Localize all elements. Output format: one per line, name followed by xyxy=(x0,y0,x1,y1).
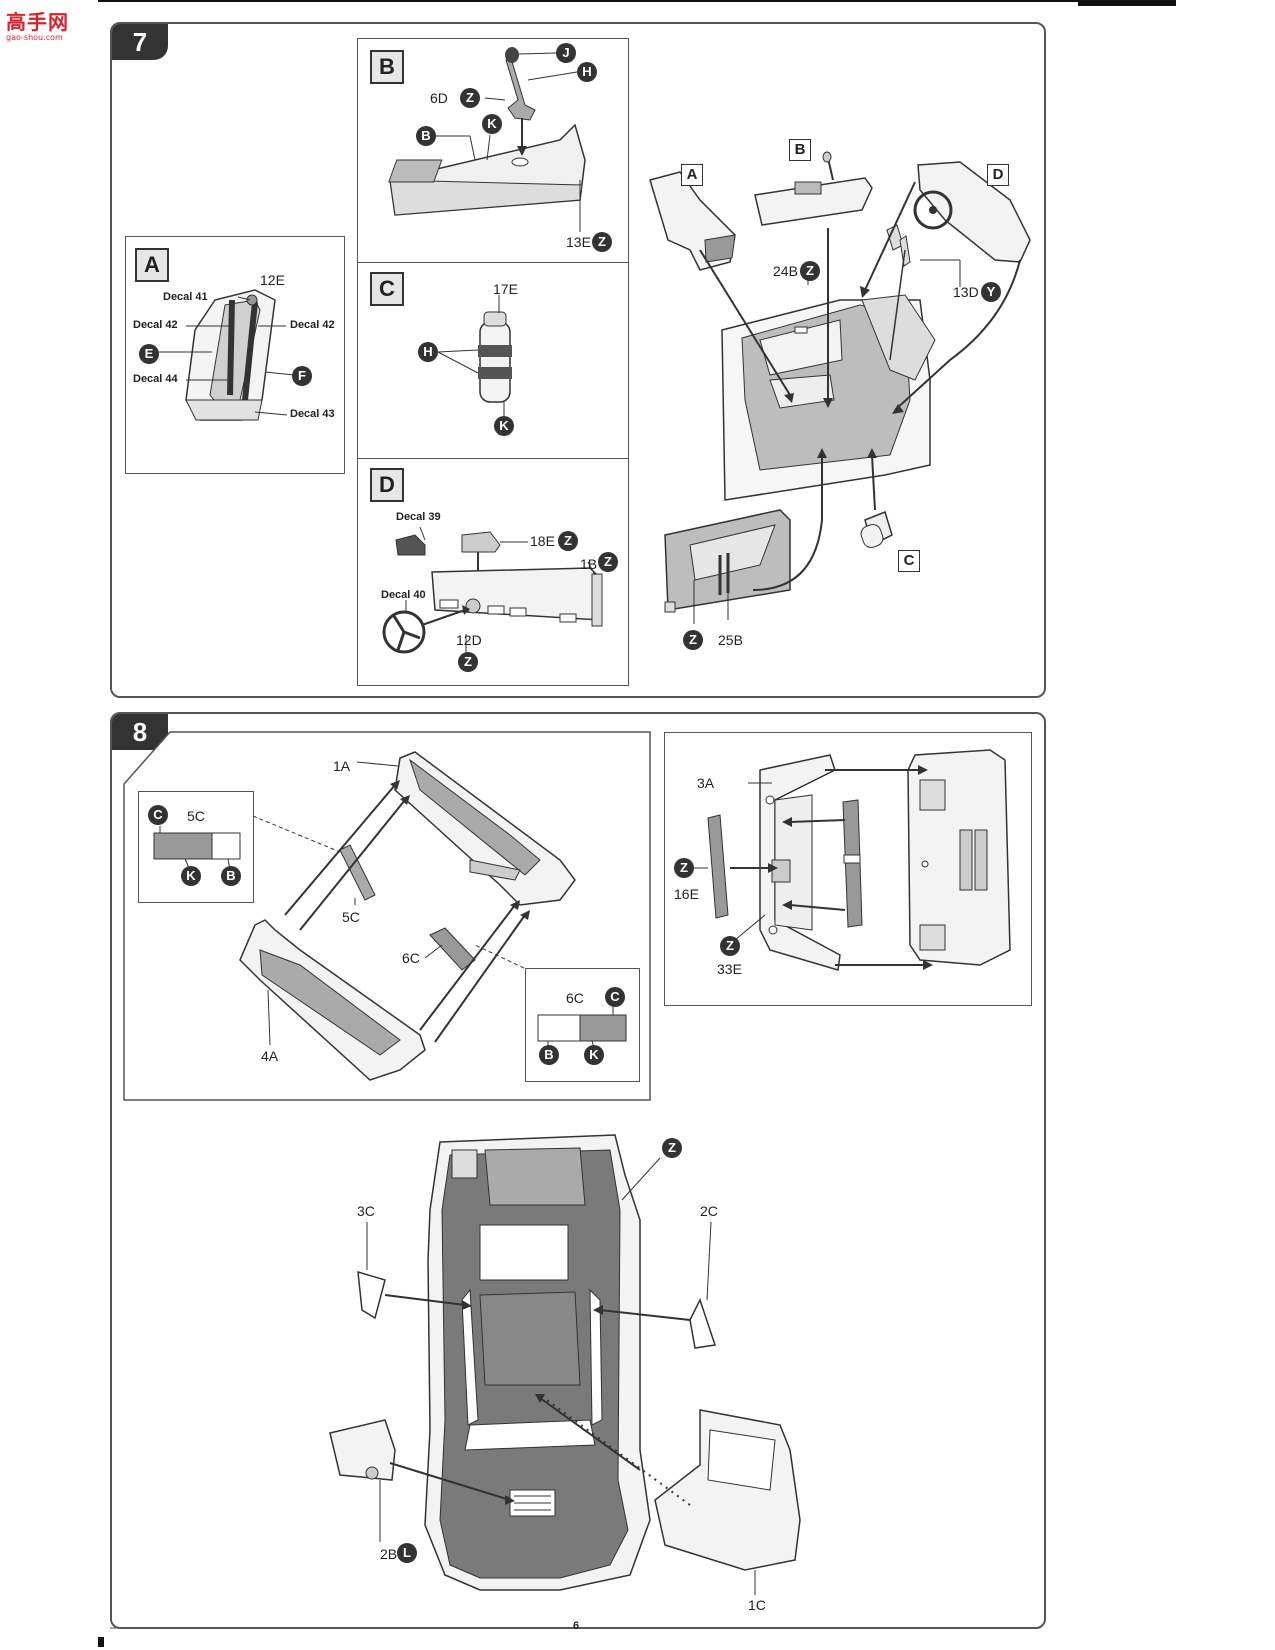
step-7-badge: 7 xyxy=(112,24,168,60)
decal-42-right: Decal 42 xyxy=(290,319,335,331)
callout-b: B xyxy=(416,126,436,146)
callout-y: Y xyxy=(981,282,1001,302)
part-1b: 1B xyxy=(580,556,598,572)
page-number: 6 xyxy=(573,1620,580,1632)
callout-z-13e: Z xyxy=(592,232,612,252)
site-watermark: 高手网 gao-shou.com xyxy=(6,6,69,42)
box-c-label: C xyxy=(370,272,404,306)
callout-z-18e: Z xyxy=(558,531,578,551)
part-13d: 13D xyxy=(953,284,979,300)
decal-39: Decal 39 xyxy=(396,511,441,523)
callout-c-5c: C xyxy=(148,805,168,825)
part-1a: 1A xyxy=(333,758,351,774)
part-33e: 33E xyxy=(717,961,742,977)
part-6c-detail: 6C xyxy=(566,990,584,1006)
part-16e: 16E xyxy=(674,886,699,902)
top-rule xyxy=(98,0,1173,2)
part-4a: 4A xyxy=(261,1048,279,1064)
callout-j: J xyxy=(556,43,576,63)
part-12e: 12E xyxy=(260,272,285,288)
callout-h: H xyxy=(577,62,597,82)
part-6c: 6C xyxy=(402,950,420,966)
callout-z-1b: Z xyxy=(598,552,618,572)
box-a-label: A xyxy=(135,248,169,282)
part-2b: 2B xyxy=(380,1546,398,1562)
decal-43: Decal 43 xyxy=(290,408,335,420)
part-24b: 24B xyxy=(773,263,798,279)
callout-b-6c: B xyxy=(539,1045,559,1065)
decal-44: Decal 44 xyxy=(133,373,178,385)
box-d-label: D xyxy=(370,468,404,502)
decal-41: Decal 41 xyxy=(163,291,208,303)
top-rule-right xyxy=(1078,0,1176,6)
callout-k: K xyxy=(482,114,502,134)
part-12d: 12D xyxy=(456,632,482,648)
callout-z-25b: Z xyxy=(683,630,703,650)
part-1c: 1C xyxy=(748,1597,766,1613)
part-2c: 2C xyxy=(700,1203,718,1219)
box-b-label: B xyxy=(370,50,404,84)
callout-k-c: K xyxy=(494,416,514,436)
callout-k-6c: K xyxy=(584,1045,604,1065)
callout-f: F xyxy=(292,366,312,386)
part-5c-detail: 5C xyxy=(187,808,205,824)
part-18e: 18E xyxy=(530,533,555,549)
callout-b-5c: B xyxy=(221,866,241,886)
callout-z-12d: Z xyxy=(458,652,478,672)
callout-z-16e: Z xyxy=(674,858,694,878)
part-6d: 6D xyxy=(430,90,448,106)
decal-40: Decal 40 xyxy=(381,589,426,601)
callout-z-body: Z xyxy=(662,1138,682,1158)
callout-e: E xyxy=(139,344,159,364)
callout-c-6c: C xyxy=(605,987,625,1007)
callout-k-5c: K xyxy=(181,866,201,886)
main-sublabel-a: A xyxy=(681,164,703,186)
part-25b: 25B xyxy=(718,632,743,648)
main-sublabel-d: D xyxy=(987,164,1009,186)
watermark-text: 高手网 xyxy=(6,10,69,34)
part-13e: 13E xyxy=(566,234,591,250)
callout-l: L xyxy=(397,1543,417,1563)
main-sublabel-b: B xyxy=(789,139,811,161)
decal-42-left: Decal 42 xyxy=(133,319,178,331)
callout-z-24b: Z xyxy=(800,261,820,281)
part-5c: 5C xyxy=(342,909,360,925)
callout-z-33e: Z xyxy=(720,936,740,956)
callout-z-6d: Z xyxy=(460,88,480,108)
callout-h-c: H xyxy=(418,342,438,362)
main-sublabel-c: C xyxy=(898,550,920,572)
watermark-url: gao-shou.com xyxy=(6,33,63,42)
part-17e: 17E xyxy=(493,281,518,297)
part-3c: 3C xyxy=(357,1203,375,1219)
part-3a: 3A xyxy=(697,775,715,791)
